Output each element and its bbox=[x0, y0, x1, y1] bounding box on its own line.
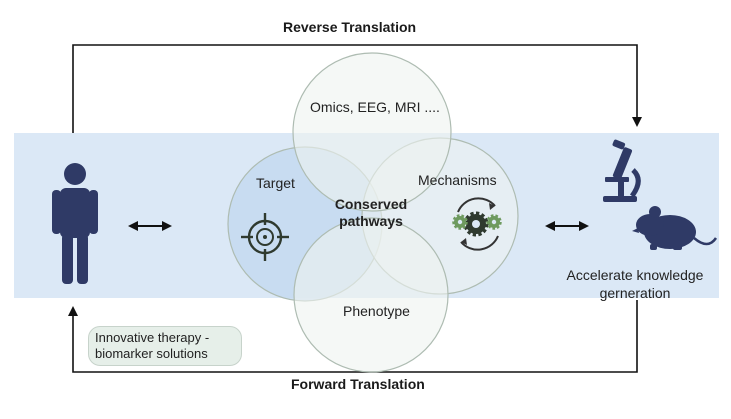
microscope-icon bbox=[603, 139, 641, 202]
circle-omics bbox=[292, 52, 452, 212]
gears-cycle-icon bbox=[452, 197, 502, 251]
human-figure-icon bbox=[52, 163, 98, 284]
mechanisms-label: Mechanisms bbox=[418, 172, 497, 188]
innovative-therapy-badge: Innovative therapy - biomarker solutions bbox=[88, 326, 242, 366]
reverse-translation-title: Reverse Translation bbox=[283, 19, 417, 35]
target-label: Target bbox=[256, 175, 295, 191]
omics-label: Omics, EEG, MRI .... bbox=[310, 99, 440, 115]
conserved-pathways-label: Conserved pathways bbox=[334, 196, 408, 229]
mouse-icon bbox=[632, 206, 718, 250]
forward-translation-arrow bbox=[68, 300, 638, 373]
circle-phenotype bbox=[293, 217, 449, 373]
reverse-translation-arrow bbox=[72, 44, 642, 133]
accelerate-knowledge-label: Accelerate knowledge gerneration bbox=[566, 267, 704, 301]
forward-translation-title: Forward Translation bbox=[291, 376, 425, 392]
crosshair-target-icon bbox=[241, 213, 289, 261]
phenotype-label: Phenotype bbox=[343, 303, 410, 319]
